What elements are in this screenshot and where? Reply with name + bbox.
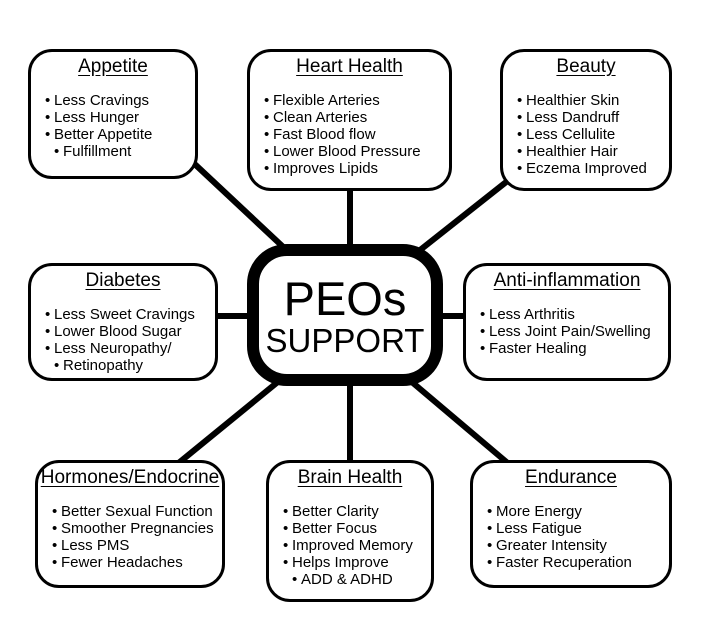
box-title: Appetite: [78, 56, 148, 77]
box-endurance: Endurance More Energy Less Fatigue Great…: [470, 460, 672, 588]
box-heart-health: Heart Health Flexible Arteries Clean Art…: [247, 49, 452, 191]
list-item: Healthier Skin: [517, 92, 663, 109]
box-title: Beauty: [556, 56, 616, 77]
list-item: Eczema Improved: [517, 160, 663, 177]
benefit-list: Flexible Arteries Clean Arteries Fast Bl…: [264, 92, 443, 177]
benefit-list: Less Cravings Less Hunger Better Appetit…: [45, 92, 189, 160]
box-title: Brain Health: [297, 467, 403, 488]
list-item: Smoother Pregnancies: [52, 520, 216, 537]
list-item-continuation: ADD & ADHD: [283, 571, 425, 588]
center-hub: PEOs SUPPORT: [247, 244, 443, 386]
list-item: Less Joint Pain/Swelling: [480, 323, 662, 340]
list-item-continuation: Retinopathy: [45, 357, 209, 374]
connector-appetite: [182, 152, 298, 261]
box-diabetes: Diabetes Less Sweet Cravings Lower Blood…: [28, 263, 218, 381]
box-anti-inflammation: Anti-inflammation Less Arthritis Less Jo…: [463, 263, 671, 381]
center-title: PEOs: [283, 272, 407, 325]
list-item-continuation: Fulfillment: [45, 143, 189, 160]
box-title: Heart Health: [296, 56, 403, 77]
list-item: Better Focus: [283, 520, 425, 537]
list-item: Healthier Hair: [517, 143, 663, 160]
list-item: Better Sexual Function: [52, 503, 216, 520]
list-item: Less Cellulite: [517, 126, 663, 143]
connector-endurance: [398, 369, 512, 468]
list-item: Less Dandruff: [517, 109, 663, 126]
list-item: Faster Healing: [480, 340, 662, 357]
list-item: Improved Memory: [283, 537, 425, 554]
box-title: Anti-inflammation: [493, 270, 641, 291]
list-item: Fewer Headaches: [52, 554, 216, 571]
list-item: Less Arthritis: [480, 306, 662, 323]
list-item: Less Neuropathy/: [45, 340, 209, 357]
list-item: Flexible Arteries: [264, 92, 443, 109]
connector-hormones-endocrine: [168, 369, 292, 473]
center-subtitle: SUPPORT: [265, 322, 425, 359]
box-title: Hormones/Endocrine: [40, 467, 220, 488]
box-beauty: Beauty Healthier Skin Less Dandruff Less…: [500, 49, 672, 191]
box-title: Diabetes: [85, 270, 161, 291]
box-brain-health: Brain Health Better Clarity Better Focus…: [266, 460, 434, 602]
box-appetite: Appetite Less Cravings Less Hunger Bette…: [28, 49, 198, 179]
list-item: Faster Recuperation: [487, 554, 663, 571]
list-item: Less Cravings: [45, 92, 189, 109]
list-item: Better Clarity: [283, 503, 425, 520]
list-item: Greater Intensity: [487, 537, 663, 554]
benefit-list: Less Arthritis Less Joint Pain/Swelling …: [480, 306, 662, 357]
list-item: Less PMS: [52, 537, 216, 554]
benefit-list: Better Clarity Better Focus Improved Mem…: [283, 503, 425, 588]
list-item: Clean Arteries: [264, 109, 443, 126]
list-item: Lower Blood Sugar: [45, 323, 209, 340]
box-title: Endurance: [525, 467, 617, 488]
list-item: Lower Blood Pressure: [264, 143, 443, 160]
list-item: Helps Improve: [283, 554, 425, 571]
benefit-list: Better Sexual Function Smoother Pregnanc…: [52, 503, 216, 571]
list-item: Improves Lipids: [264, 160, 443, 177]
list-item: Better Appetite: [45, 126, 189, 143]
benefit-list: More Energy Less Fatigue Greater Intensi…: [487, 503, 663, 571]
benefit-list: Healthier Skin Less Dandruff Less Cellul…: [517, 92, 663, 177]
list-item: Less Hunger: [45, 109, 189, 126]
connector-beauty: [408, 172, 517, 261]
box-hormones-endocrine: Hormones/Endocrine Better Sexual Functio…: [35, 460, 225, 588]
list-item: Fast Blood flow: [264, 126, 443, 143]
benefit-list: Less Sweet Cravings Lower Blood Sugar Le…: [45, 306, 209, 374]
list-item: Less Fatigue: [487, 520, 663, 537]
list-item: Less Sweet Cravings: [45, 306, 209, 323]
list-item: More Energy: [487, 503, 663, 520]
